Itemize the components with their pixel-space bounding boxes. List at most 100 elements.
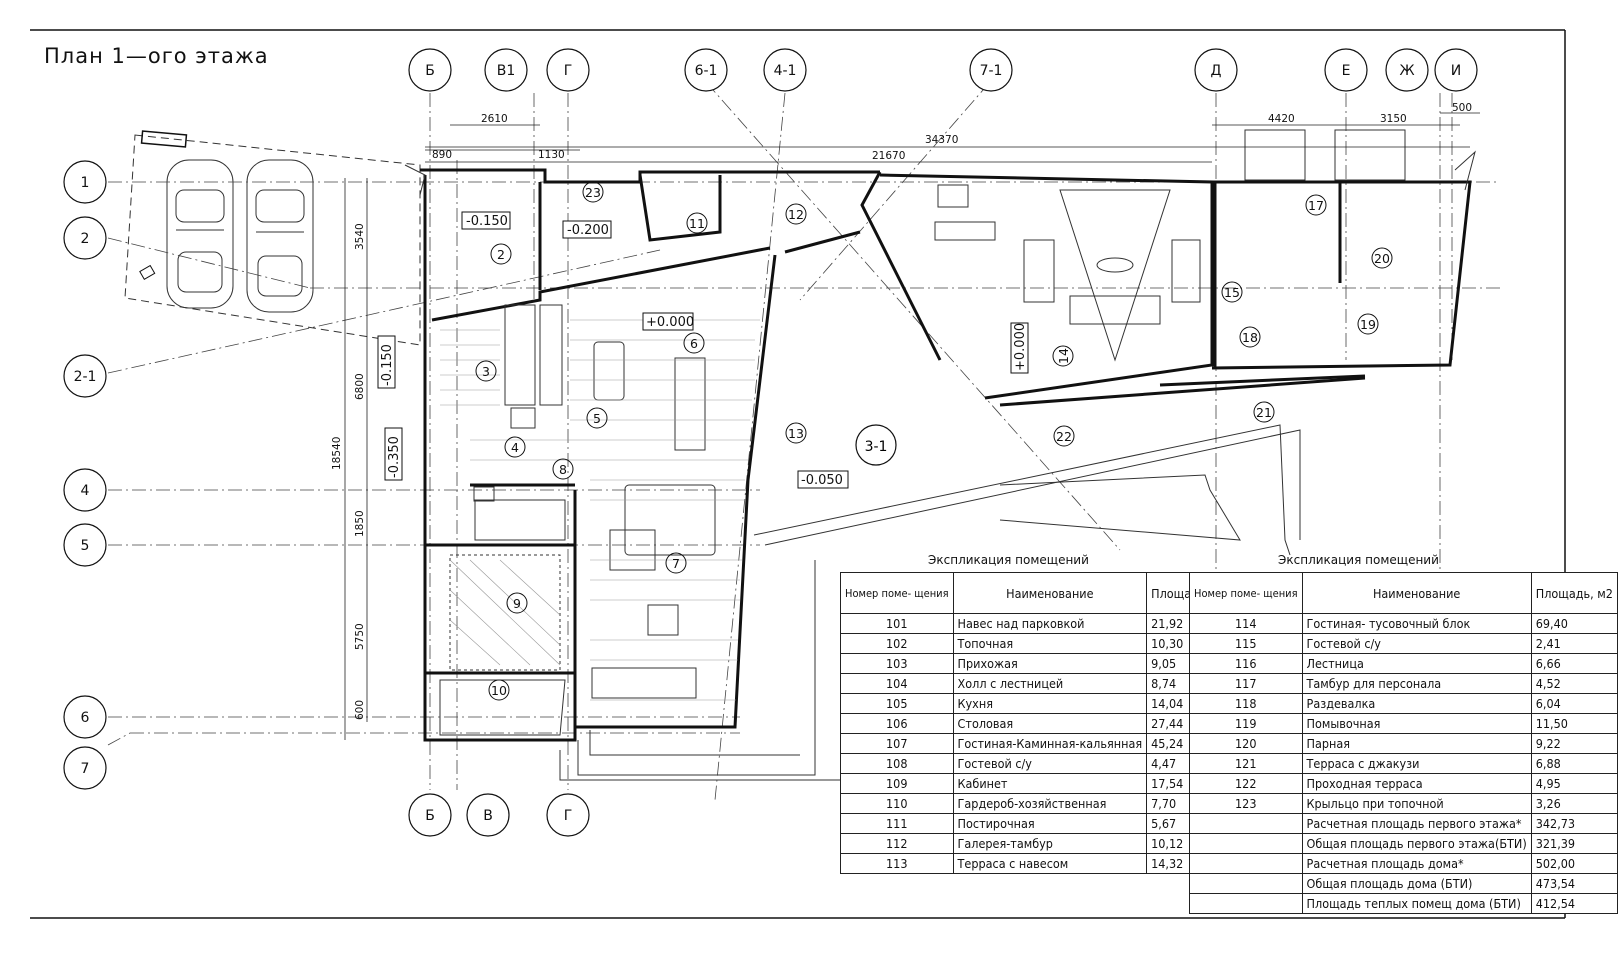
cell-name: Холл с лестницей: [952, 673, 1148, 694]
room-number: 4: [511, 440, 519, 455]
section-mark: 3-1: [865, 439, 888, 455]
axis-label: Ж: [1399, 63, 1414, 79]
cell-name: Терраса с навесом: [952, 853, 1148, 874]
room-number: 11: [689, 216, 705, 231]
cell-num: [1189, 853, 1303, 874]
cell-num: [1189, 893, 1303, 914]
room-number: 20: [1374, 251, 1390, 266]
dim-label: 3540: [354, 223, 366, 250]
axis-label: 6-1: [695, 63, 718, 79]
room-number: 22: [1056, 429, 1072, 444]
dim-label: 600: [354, 700, 366, 720]
cell-name: Крыльцо при топочной: [1301, 793, 1532, 814]
level-mark: +0.000: [646, 315, 694, 330]
table-row: Расчетная площадь первого этажа*342,73: [1189, 813, 1618, 834]
cell-name: Прихожая: [952, 653, 1148, 674]
level-mark: -0.050: [801, 473, 843, 488]
cell-num: 105: [840, 693, 954, 714]
table-row: Общая площадь дома (БТИ)473,54: [1189, 873, 1618, 894]
cell-num: 123: [1189, 793, 1303, 814]
cell-area: 502,00: [1530, 853, 1618, 874]
cell-name: Гостевой с/у: [952, 753, 1148, 774]
cell-area: 69,40: [1530, 613, 1618, 634]
cell-num: 114: [1189, 613, 1303, 634]
cell-name: Расчетная площадь первого этажа*: [1301, 813, 1532, 834]
cell-num: 113: [840, 853, 954, 874]
room-number: 3: [482, 364, 490, 379]
axis-label: Б: [425, 63, 435, 79]
dim-label: 1130: [538, 149, 565, 161]
col-header-area: Площадь, м2: [1530, 572, 1618, 614]
dim-label: 890: [432, 149, 452, 161]
room-number: 17: [1308, 198, 1324, 213]
cell-name: Столовая: [952, 713, 1148, 734]
cell-area: 6,88: [1530, 753, 1618, 774]
room-number: 5: [593, 411, 601, 426]
cell-num: 122: [1189, 773, 1303, 794]
dim-label: 6800: [354, 373, 366, 400]
cell-name: Общая площадь первого этажа(БТИ): [1301, 833, 1532, 854]
room-number: 2: [497, 247, 505, 262]
car-icon: [166, 159, 234, 309]
axis-label: 7-1: [980, 63, 1003, 79]
car-icon: [246, 159, 314, 313]
col-header-name: Наименование: [1301, 572, 1532, 614]
cell-num: 108: [840, 753, 954, 774]
dim-label: 1850: [354, 510, 366, 537]
room-number: 14: [1056, 348, 1071, 364]
cell-name: Топочная: [952, 633, 1148, 654]
room-markers: [475, 181, 1393, 701]
cell-num: 118: [1189, 693, 1303, 714]
level-mark: +0.000: [1013, 323, 1028, 371]
cell-num: [1189, 833, 1303, 854]
cell-num: 116: [1189, 653, 1303, 674]
cell-num: 121: [1189, 753, 1303, 774]
axis-label: Б: [425, 808, 435, 824]
axis-label: 4: [81, 483, 90, 499]
col-header-num: Номер поме- щения: [1189, 572, 1303, 614]
dim-label: 5750: [354, 623, 366, 650]
room-number: 12: [788, 207, 804, 222]
table-row: Общая площадь первого этажа(БТИ)321,39: [1189, 833, 1618, 854]
cell-name: Раздевалка: [1301, 693, 1532, 714]
axis-label: В1: [497, 63, 516, 79]
cell-num: 101: [840, 613, 954, 634]
cell-num: 103: [840, 653, 954, 674]
level-mark: -0.150: [466, 214, 508, 229]
axis-label: 2: [81, 231, 90, 247]
col-header-name: Наименование: [952, 572, 1148, 614]
table-caption-left: Экспликация помещений: [928, 553, 1089, 567]
axis-label: 5: [81, 538, 90, 554]
cell-name: Парная: [1301, 733, 1532, 754]
cell-area: 4,52: [1530, 673, 1618, 694]
room-number: 6: [690, 336, 698, 351]
cell-num: 112: [840, 833, 954, 854]
axis-label: Г: [564, 63, 573, 79]
cell-area: 412,54: [1530, 893, 1618, 914]
cell-name: Гостиная-Каминная-кальянная: [952, 733, 1148, 754]
axis-label: 2-1: [74, 369, 97, 385]
room-number: 19: [1360, 317, 1376, 332]
axis-label: В: [483, 808, 493, 824]
room-schedule-right: Номер поме- щения Наименование Площадь, …: [1189, 572, 1618, 914]
dim-label: 18540: [331, 437, 343, 470]
level-mark: -0.350: [387, 436, 402, 478]
table-row: Расчетная площадь дома*502,00: [1189, 853, 1618, 874]
cell-num: 111: [840, 813, 954, 834]
room-number: 18: [1242, 330, 1258, 345]
cell-name: Расчетная площадь дома*: [1301, 853, 1532, 874]
cell-area: 2,41: [1530, 633, 1618, 654]
